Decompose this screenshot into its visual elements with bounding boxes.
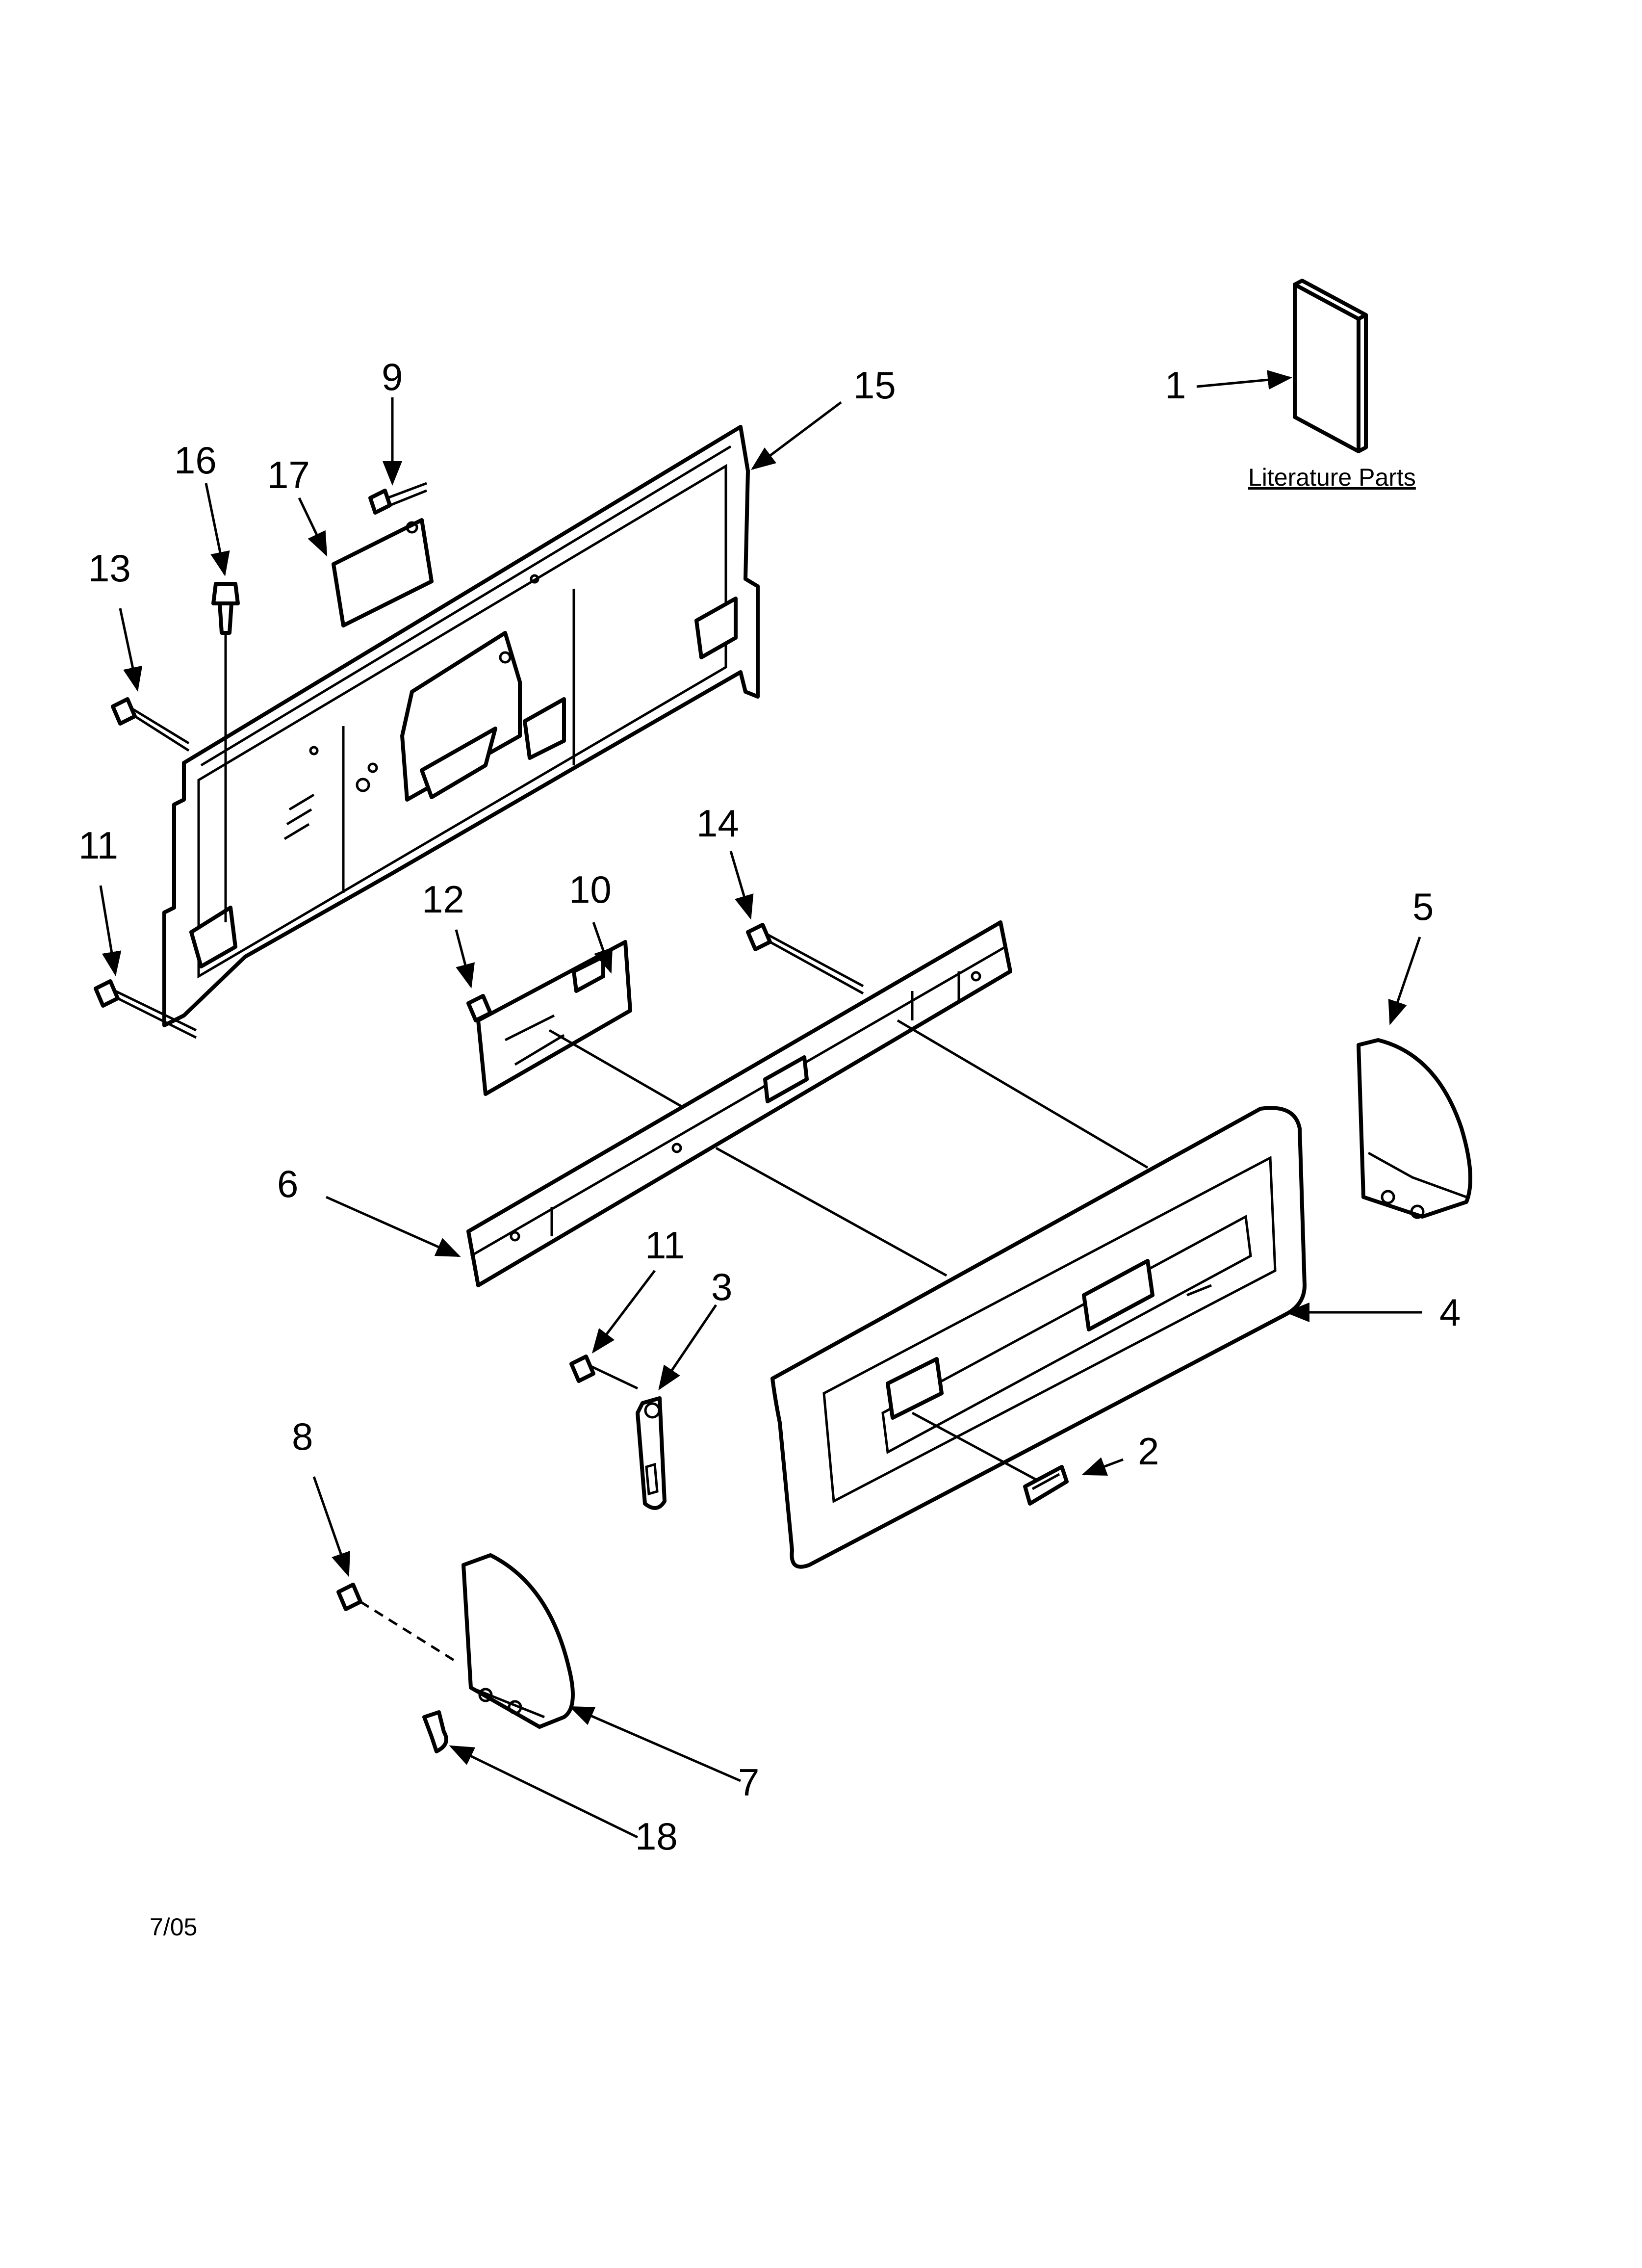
clip-18: [422, 1710, 448, 1753]
callout-3: 3: [711, 1265, 732, 1308]
leader-14: [729, 851, 754, 920]
screw-9: [368, 482, 427, 515]
callout-13: 13: [88, 547, 131, 590]
leader-2: [1081, 1457, 1124, 1476]
bracket-plate-17: [332, 518, 434, 627]
screw-8: [336, 1583, 460, 1665]
leader-10: [592, 922, 613, 974]
callout-8: 8: [292, 1415, 313, 1458]
leader-11-lower: [591, 1270, 656, 1354]
leader-5: [1388, 937, 1421, 1025]
callout-11-lower: 11: [645, 1224, 685, 1267]
callout-5: 5: [1412, 885, 1434, 928]
callout-12: 12: [422, 878, 464, 921]
leader-15: [751, 401, 842, 470]
callout-10: 10: [569, 868, 612, 911]
callout-6: 6: [277, 1162, 298, 1205]
date-code: 7/05: [150, 1913, 197, 1941]
mounting-rail-6: [466, 920, 1149, 1287]
leader-17: [298, 497, 328, 557]
leader-11-left: [99, 885, 122, 976]
callout-17: 17: [267, 453, 310, 496]
literature-caption: Literature Parts: [1248, 464, 1416, 491]
callout-7: 7: [738, 1761, 759, 1804]
leader-3: [658, 1304, 718, 1391]
leader-1: [1196, 370, 1292, 390]
end-cap-7: [462, 1553, 575, 1729]
clip-3: [636, 1396, 667, 1510]
leader-12: [455, 929, 475, 989]
end-cap-5: [1357, 1038, 1472, 1219]
screw-16: [211, 582, 240, 922]
screw-11-lower: [569, 1355, 639, 1390]
leader-18: [449, 1745, 639, 1839]
leader-16: [205, 483, 230, 576]
screw-11-left: [94, 979, 197, 1039]
callout-18: 18: [635, 1815, 678, 1858]
leader-7: [569, 1706, 741, 1782]
callout-11-left: 11: [78, 824, 118, 867]
callout-1: 1: [1165, 364, 1186, 407]
callout-4: 4: [1439, 1291, 1461, 1334]
callout-16: 16: [174, 439, 217, 482]
screw-12: [466, 994, 492, 1022]
console-back-panel: [162, 425, 760, 1027]
control-board-10: [476, 940, 712, 1125]
literature-book: [1293, 279, 1368, 453]
leader-6: [325, 1196, 461, 1257]
keypad-2: [1023, 1465, 1069, 1506]
callout-14: 14: [696, 802, 739, 845]
callout-15: 15: [853, 364, 896, 407]
leader-13: [119, 608, 143, 692]
callout-9: 9: [382, 355, 403, 398]
leader-8: [312, 1476, 351, 1577]
screw-14: [746, 923, 864, 995]
callout-2: 2: [1138, 1430, 1159, 1473]
screw-13: [111, 697, 190, 752]
